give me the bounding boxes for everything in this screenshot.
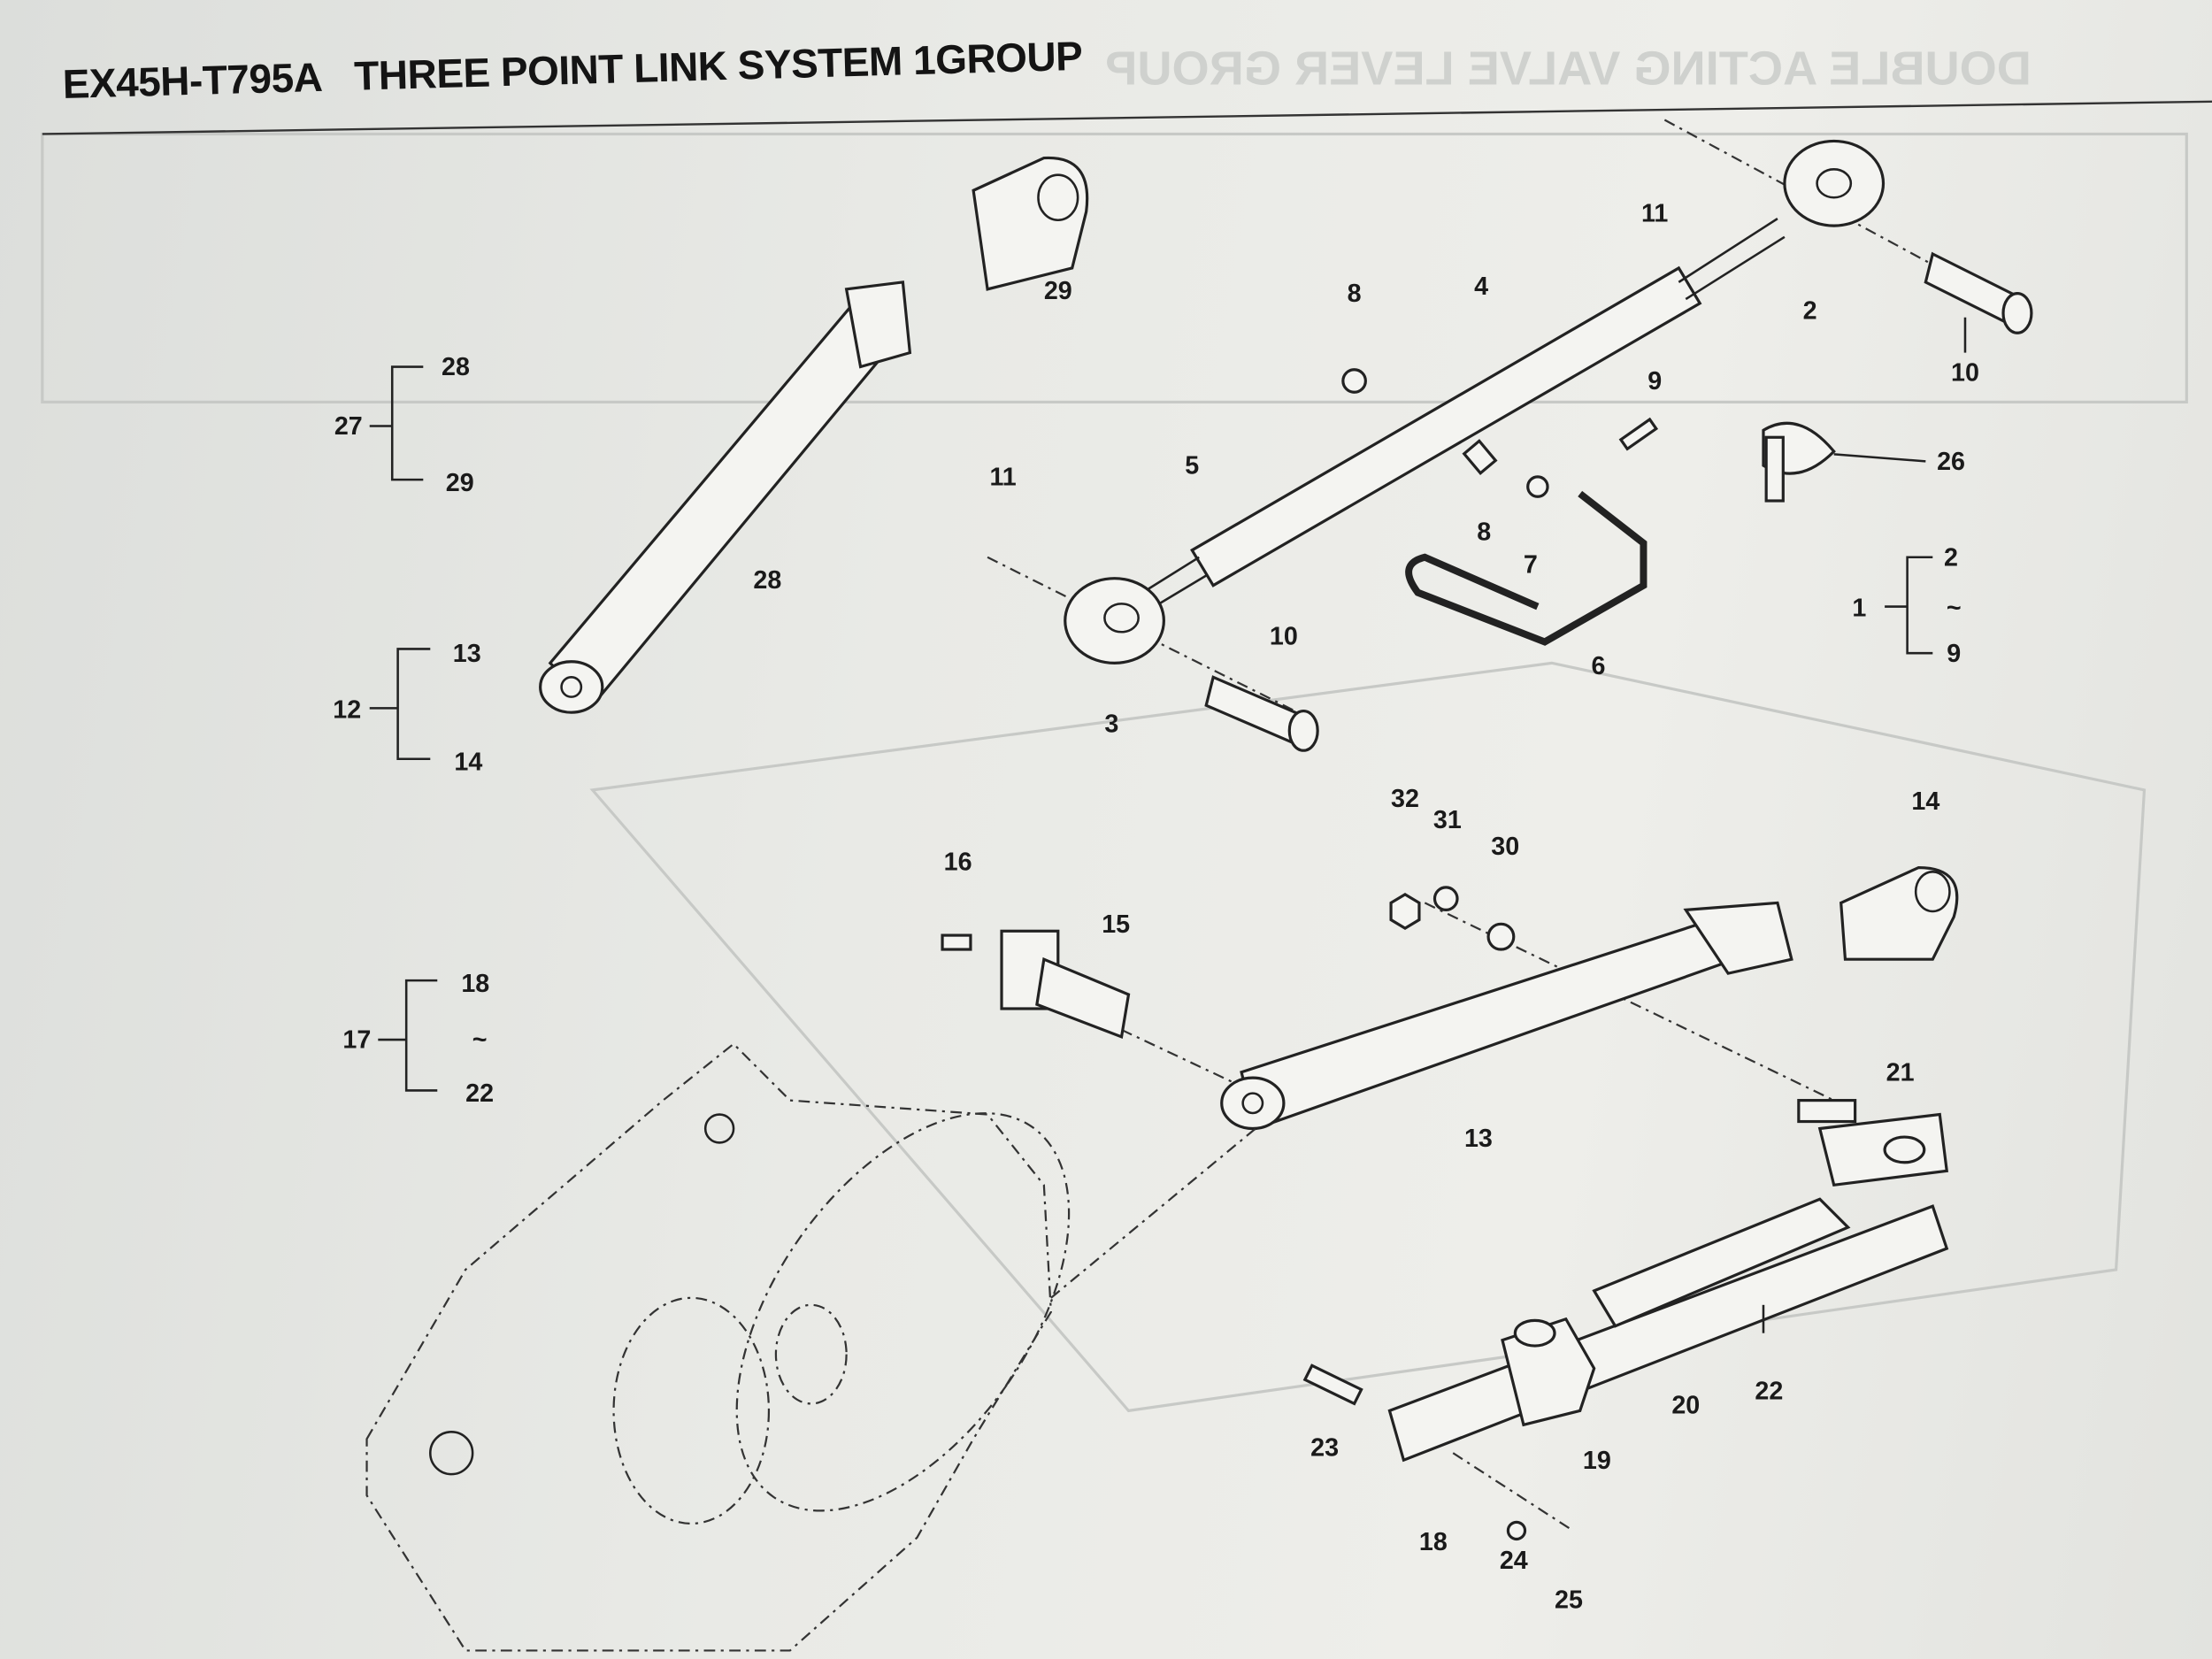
callout-label: 10 — [1951, 358, 1979, 387]
callout-label: ~ — [1947, 595, 1962, 623]
top-link-assembly — [987, 119, 2033, 752]
callout-label: 18 — [1419, 1528, 1448, 1556]
top-link-tube — [1190, 265, 1702, 588]
callout-label: 2 — [1944, 543, 1958, 572]
callout-label: 17 — [342, 1026, 371, 1055]
ball-joint-rear — [1783, 139, 1886, 227]
callout-label: 12 — [333, 696, 361, 725]
callout-label: 5 — [1185, 452, 1199, 480]
ghost-title: DOUBLE ACTING VALVE LEVER GROUP — [1105, 42, 2032, 96]
callout-label: 10 — [1270, 623, 1298, 651]
callout-label: 9 — [1647, 367, 1662, 396]
ball-joint-front — [1064, 577, 1165, 664]
callout-label: 27 — [334, 412, 363, 441]
callout-label: 26 — [1937, 448, 1965, 476]
callout-label: 28 — [442, 353, 470, 381]
lower-link-right — [941, 865, 1959, 1131]
housing-outline — [365, 1042, 1256, 1652]
callout-label: 8 — [1348, 280, 1362, 308]
callout-label: 14 — [454, 749, 482, 777]
link-end-29 — [972, 156, 1089, 291]
title-rule — [42, 100, 2212, 135]
callout-label: 8 — [1477, 518, 1491, 547]
handle — [1405, 490, 1647, 646]
callout-label: 18 — [461, 970, 489, 998]
callout-label: 4 — [1474, 273, 1488, 301]
callout-label: 32 — [1391, 785, 1419, 813]
callout-label: 23 — [1310, 1433, 1339, 1462]
callout-label: 22 — [1755, 1378, 1783, 1406]
callout-label: 6 — [1591, 652, 1605, 680]
callout-label: 11 — [1641, 199, 1668, 227]
callout-label: 1 — [1852, 595, 1866, 623]
callout-label: 16 — [944, 849, 972, 877]
callout-label: 20 — [1671, 1392, 1700, 1420]
callout-label: 9 — [1947, 640, 1961, 668]
callout-label: 24 — [1500, 1547, 1528, 1575]
callout-label: 21 — [1886, 1058, 1915, 1087]
callout-label: 15 — [1102, 910, 1130, 939]
callout-label: 13 — [453, 640, 481, 668]
callout-label: 29 — [446, 469, 474, 497]
lower-link-left — [539, 156, 1089, 714]
callout-label: 13 — [1464, 1125, 1493, 1153]
callout-label: 19 — [1583, 1447, 1611, 1475]
callout-label: 22 — [465, 1079, 494, 1108]
callout-label: 30 — [1491, 833, 1519, 861]
callout-label: 2 — [1803, 296, 1817, 325]
callout-label: 14 — [1911, 787, 1939, 816]
callout-label: 3 — [1104, 710, 1118, 738]
callout-label: ~ — [472, 1026, 488, 1055]
stabilizer-bar — [1302, 1099, 1949, 1541]
show-through-ghost: DOUBLE ACTING VALVE LEVER GROUP — [41, 42, 2188, 1413]
thread-rear — [1678, 218, 1786, 301]
callout-label: 7 — [1524, 550, 1538, 579]
callout-label: 28 — [753, 566, 781, 595]
callout-label: 11 — [989, 463, 1016, 491]
callout-label: 29 — [1044, 277, 1072, 305]
callout-label: 25 — [1555, 1586, 1583, 1615]
group-brackets — [369, 317, 1967, 1092]
link-end-14 — [1839, 865, 1959, 961]
pin-15 — [1035, 956, 1131, 1040]
callout-label: 31 — [1433, 806, 1462, 834]
